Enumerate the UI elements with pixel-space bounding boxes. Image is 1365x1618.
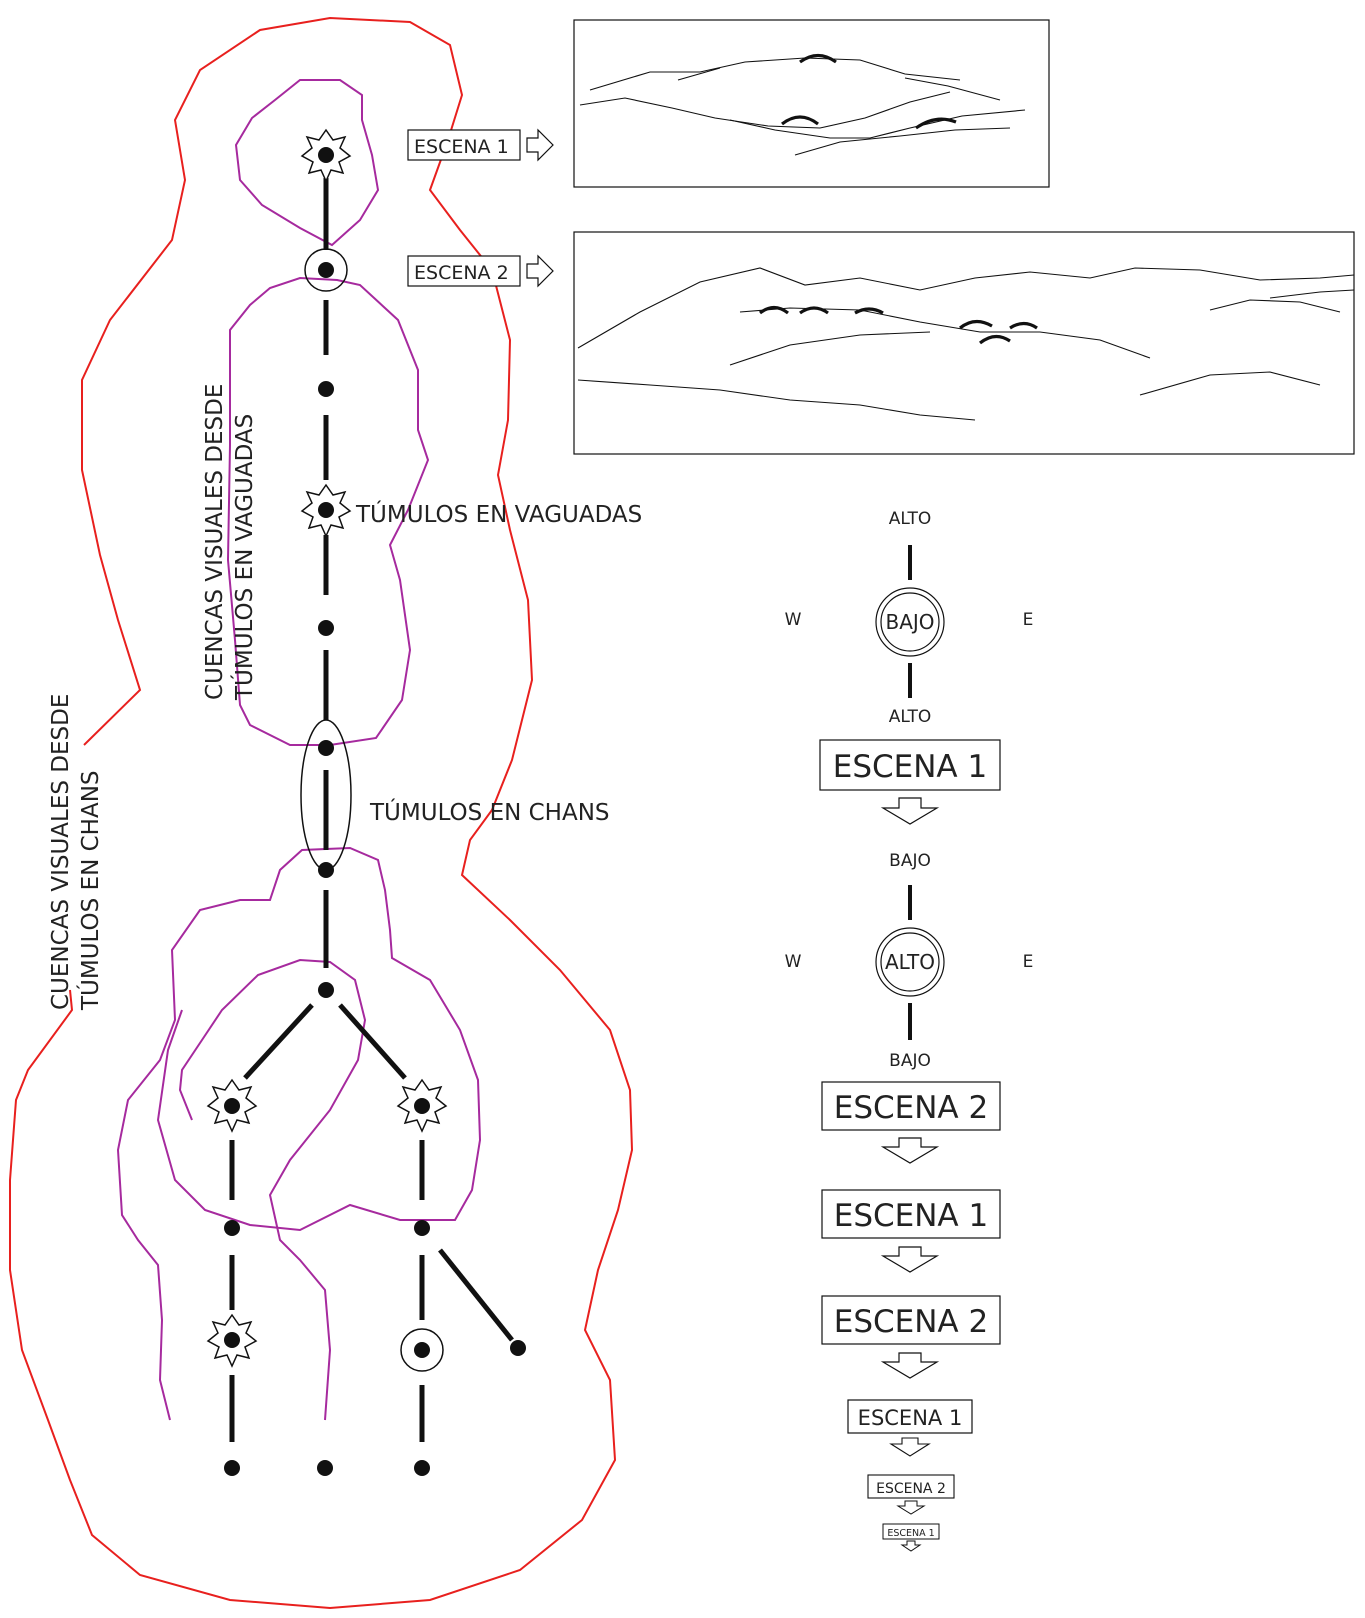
sequence-label: ESCENA 1 xyxy=(858,1406,963,1430)
mound-icon xyxy=(799,53,837,64)
dot xyxy=(318,502,334,518)
dot xyxy=(414,1220,430,1236)
dot xyxy=(318,381,334,397)
arrow-right-icon xyxy=(526,254,554,288)
cuencas-chans-label: CUENCAS VISUALES DESDE TÚMULOS EN CHANS xyxy=(48,694,104,1011)
compass1-bottom: ALTO xyxy=(889,707,932,727)
sequence-label: ESCENA 1 xyxy=(887,1528,934,1539)
sequence-item-5: ESCENA 1 xyxy=(847,1399,973,1457)
outer-catchment-boundary xyxy=(9,16,634,1610)
scene-sequence: ESCENA 1 ESCENA 2 ESCENA 1 ESCENA 2 ESCE… xyxy=(819,739,1001,1552)
sequence-item-2: ESCENA 2 xyxy=(821,1081,1001,1164)
dot xyxy=(318,620,334,636)
arrow-down-icon xyxy=(880,1352,940,1379)
link xyxy=(438,1248,514,1342)
cuencas-vaguadas-line2: TÚMULOS EN VAGUADAS xyxy=(230,414,258,701)
escena2-tag-text: ESCENA 2 xyxy=(414,262,509,284)
escena1-tag-text: ESCENA 1 xyxy=(414,136,509,158)
sequence-label: ESCENA 2 xyxy=(834,1304,988,1340)
sequence-label: ESCENA 2 xyxy=(834,1090,988,1126)
arrow-down-icon xyxy=(880,1246,940,1273)
compass-2: BAJO ALTO BAJO W E xyxy=(785,851,1034,1071)
scene-1-panel xyxy=(573,19,1050,188)
scene-2-panel xyxy=(573,231,1355,455)
mound-icon xyxy=(799,306,829,315)
compass-1: ALTO BAJO ALTO W E xyxy=(785,509,1034,727)
compass1-center: BAJO xyxy=(885,610,934,634)
dot xyxy=(318,740,334,756)
sequence-item-1: ESCENA 1 xyxy=(819,739,1001,825)
sequence-item-7: ESCENA 1 xyxy=(882,1523,940,1552)
sequence-label: ESCENA 2 xyxy=(876,1481,946,1497)
cuencas-vaguadas-line1: CUENCAS VISUALES DESDE xyxy=(202,384,228,700)
mound-icon xyxy=(854,307,884,315)
dot xyxy=(224,1098,240,1114)
compass2-top: BAJO xyxy=(889,851,931,871)
arrow-down-icon xyxy=(900,1540,922,1552)
compass1-west: W xyxy=(785,610,802,630)
dot xyxy=(224,1460,240,1476)
sequence-item-6: ESCENA 2 xyxy=(867,1474,955,1515)
top-catchment-boundary xyxy=(234,79,380,247)
mound-icon xyxy=(1009,321,1038,330)
dot xyxy=(318,262,334,278)
dot xyxy=(224,1220,240,1236)
mound-icon xyxy=(915,117,957,130)
arrow-right-icon xyxy=(526,128,554,162)
lower-catchment-a xyxy=(116,846,482,1421)
tumulus-network xyxy=(229,178,514,1442)
mound-icon xyxy=(781,115,819,126)
dot xyxy=(414,1460,430,1476)
compass2-bottom: BAJO xyxy=(889,1051,931,1071)
cuencas-vaguadas-label: CUENCAS VISUALES DESDE TÚMULOS EN VAGUAD… xyxy=(202,384,258,701)
mound-icon xyxy=(979,334,1011,345)
compass2-east: E xyxy=(1023,952,1034,972)
arrow-down-icon xyxy=(896,1500,926,1515)
tumulus-dots xyxy=(224,147,526,1476)
sequence-label: ESCENA 1 xyxy=(833,749,987,785)
dot xyxy=(414,1342,430,1358)
cuencas-chans-line2: TÚMULOS EN CHANS xyxy=(76,770,104,1011)
dot xyxy=(318,862,334,878)
link xyxy=(243,1003,314,1080)
mound-icon xyxy=(759,305,789,315)
escena1-tag: ESCENA 1 xyxy=(407,128,554,162)
dot xyxy=(224,1332,240,1348)
compass2-west: W xyxy=(785,952,802,972)
lower-catchment-b xyxy=(178,958,367,1421)
tumulos-chans-label: TÚMULOS EN CHANS xyxy=(369,798,610,826)
sequence-item-4: ESCENA 2 xyxy=(821,1295,1001,1379)
dot xyxy=(318,147,334,163)
arrow-down-icon xyxy=(889,1437,931,1457)
compass2-center: ALTO xyxy=(885,950,935,974)
dot xyxy=(318,982,334,998)
dot xyxy=(510,1340,526,1356)
dot xyxy=(414,1098,430,1114)
ring-icon xyxy=(400,1328,444,1372)
sequence-label: ESCENA 1 xyxy=(834,1198,988,1234)
escena2-tag: ESCENA 2 xyxy=(407,254,554,288)
arrow-down-icon xyxy=(880,797,940,825)
link xyxy=(338,1003,407,1080)
tumulos-vaguadas-label: TÚMULOS EN VAGUADAS xyxy=(355,500,642,528)
compass1-east: E xyxy=(1023,610,1034,630)
dot xyxy=(317,1460,333,1476)
ring-icon xyxy=(304,248,348,292)
sequence-item-3: ESCENA 1 xyxy=(821,1189,1001,1273)
compass1-top: ALTO xyxy=(889,509,932,529)
mound-icon xyxy=(959,319,993,330)
arrow-down-icon xyxy=(880,1137,940,1164)
cuencas-chans-line1: CUENCAS VISUALES DESDE xyxy=(48,694,74,1010)
